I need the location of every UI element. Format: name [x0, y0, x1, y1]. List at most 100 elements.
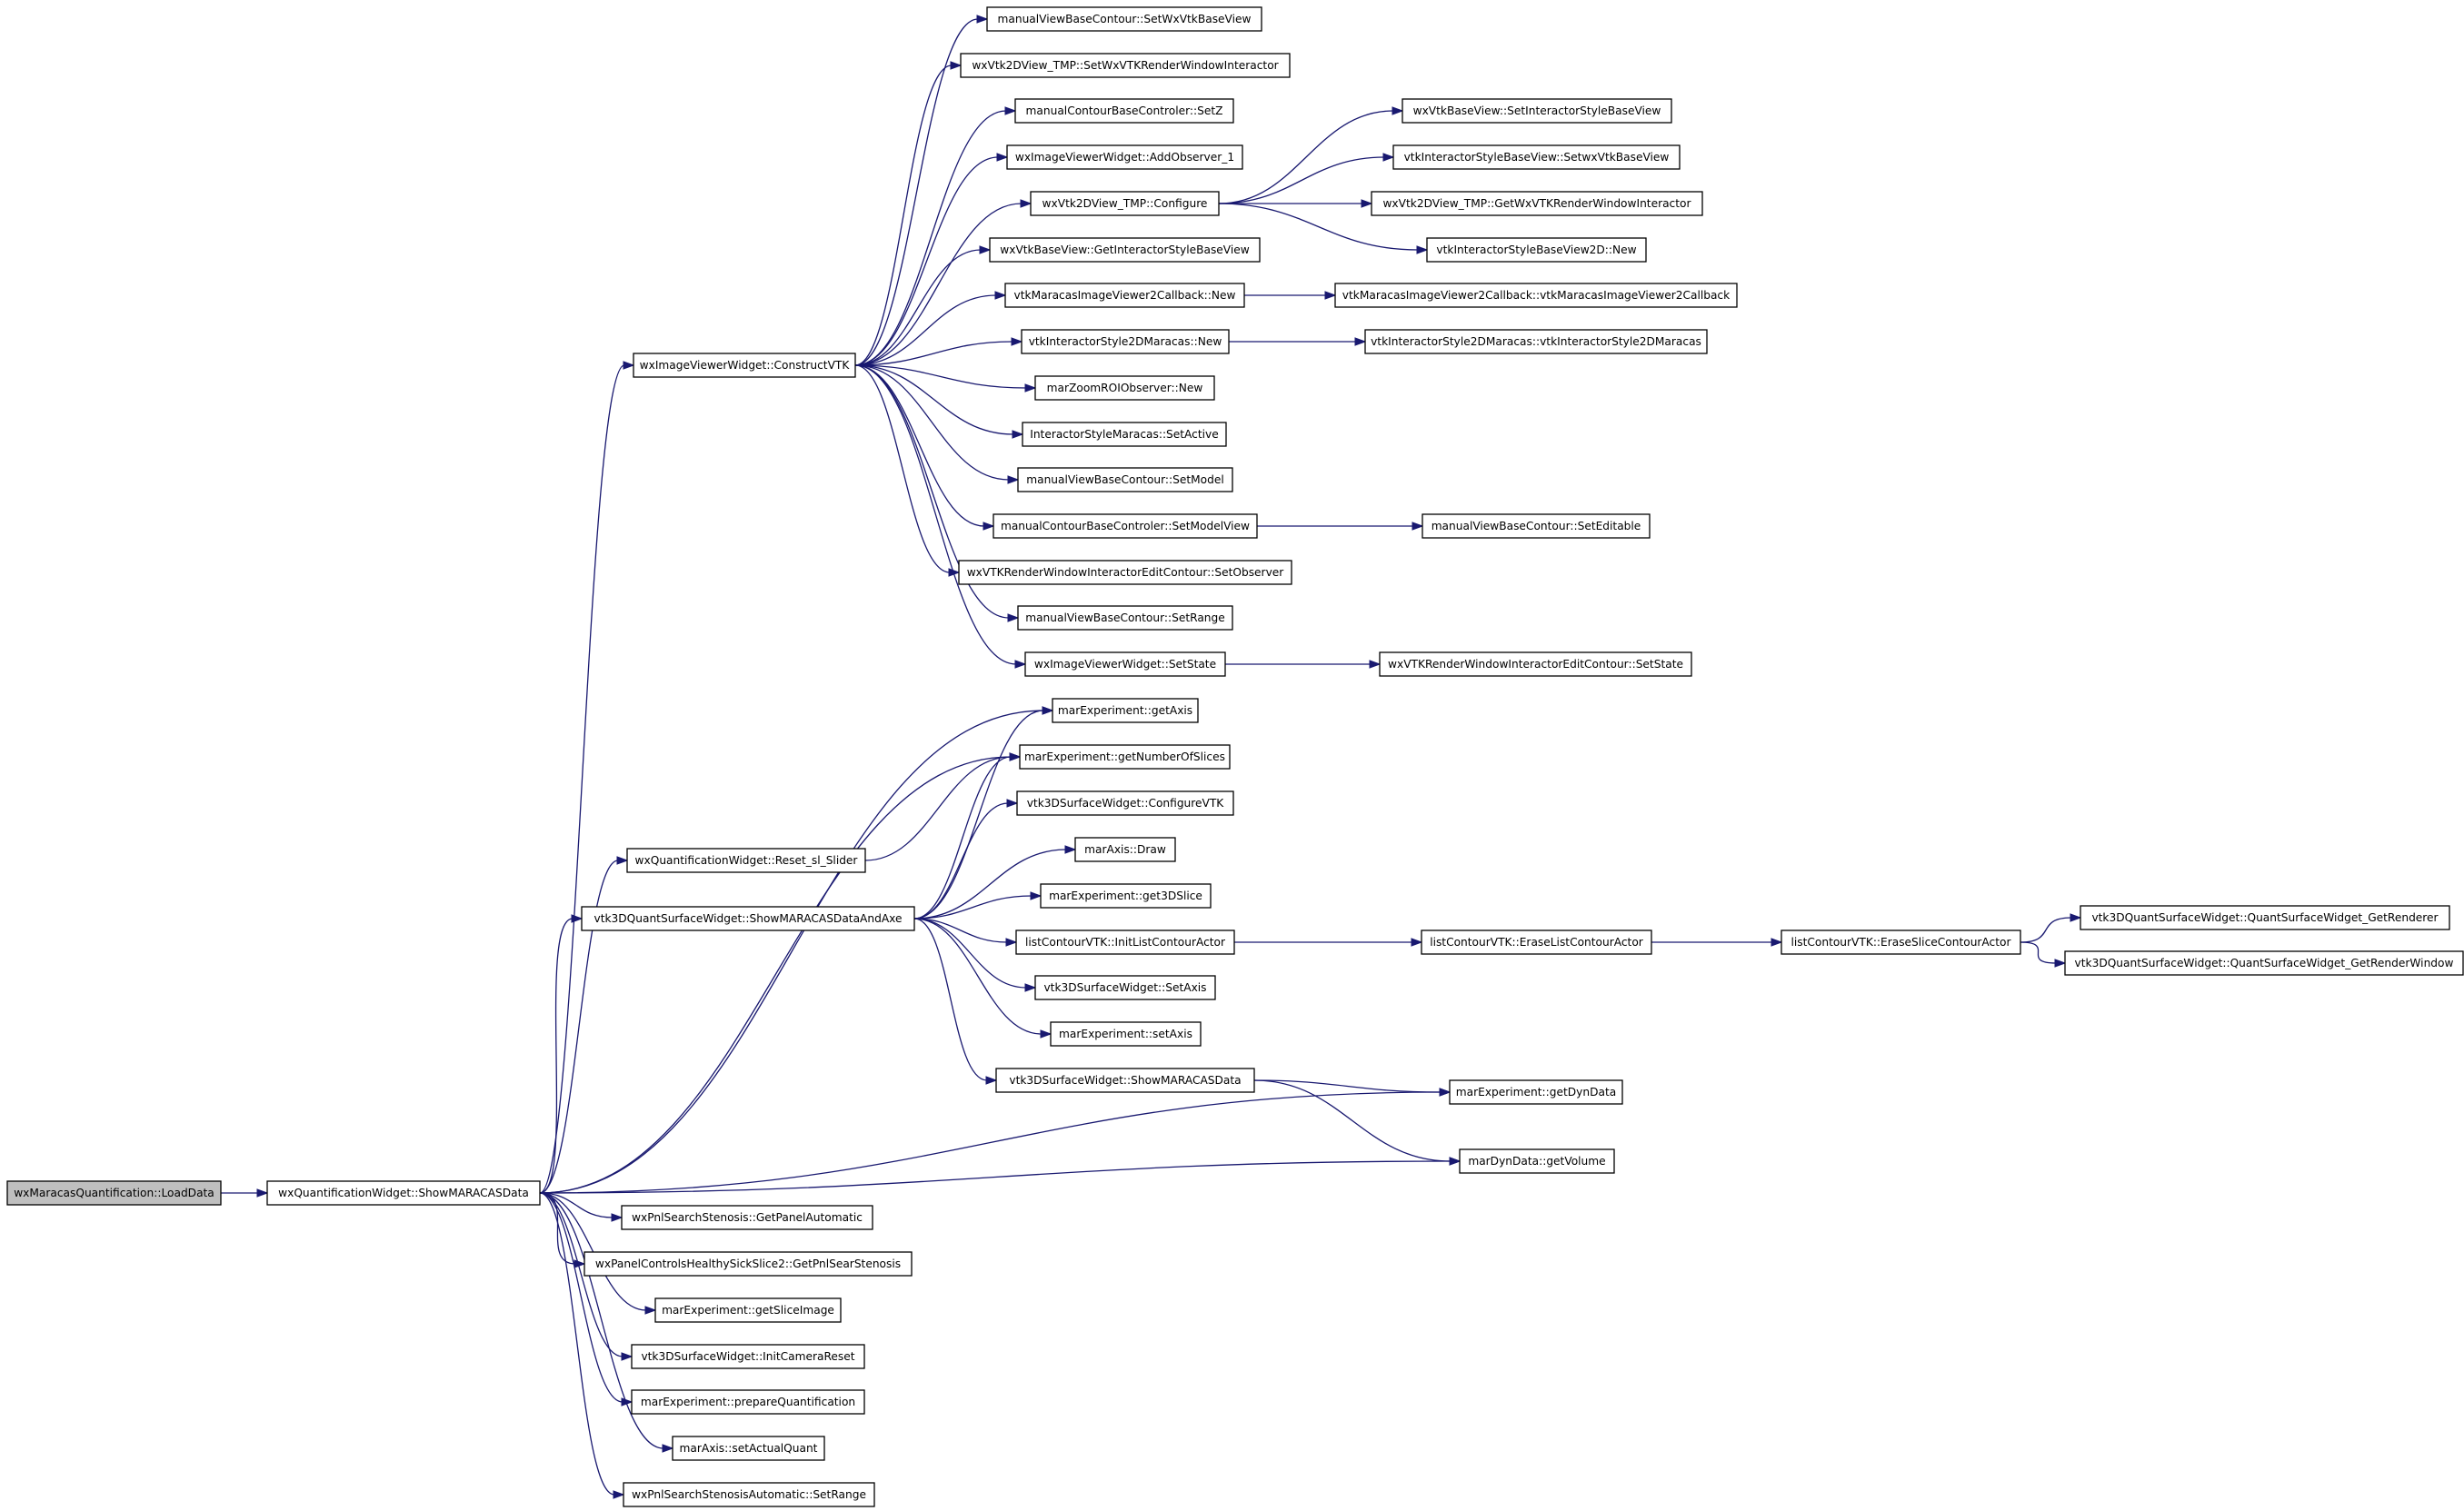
node-label: wxPnlSearchStenosis::GetPanelAutomatic — [632, 1211, 863, 1224]
node-label: listContourVTK::InitListContourActor — [1025, 936, 1226, 949]
graph-node[interactable]: vtk3DSurfaceWidget::SetAxis — [1034, 975, 1216, 1000]
graph-node[interactable]: marExperiment::getAxis — [1052, 698, 1199, 723]
graph-node[interactable]: manualContourBaseControler::SetZ — [1014, 98, 1234, 124]
node-label: marAxis::Draw — [1084, 843, 1166, 856]
graph-node[interactable]: manualContourBaseControler::SetModelView — [993, 513, 1258, 539]
graph-node[interactable]: wxImageViewerWidget::AddObserver_1 — [1006, 144, 1243, 170]
call-edge — [854, 364, 995, 531]
edge-line — [854, 156, 999, 366]
graph-node[interactable]: InteractorStyleMaracas::SetActive — [1022, 422, 1227, 447]
graph-node[interactable]: wxPnlSearchStenosis::GetPanelAutomatic — [621, 1205, 873, 1230]
node-box — [993, 513, 1258, 539]
graph-node[interactable]: listContourVTK::EraseListContourActor — [1421, 929, 1652, 955]
graph-node[interactable]: vtkInteractorStyleBaseView2D::New — [1426, 237, 1647, 263]
graph-node[interactable]: manualViewBaseContour::SetRange — [1017, 605, 1233, 631]
graph-node[interactable]: vtkInteractorStyle2DMaracas::New — [1021, 329, 1230, 354]
node-box — [1040, 883, 1212, 909]
graph-node[interactable]: wxPnlSearchStenosisAutomatic::SetRange — [623, 1482, 875, 1507]
graph-node[interactable]: wxVtkBaseView::SetInteractorStyleBaseVie… — [1402, 98, 1672, 124]
graph-node[interactable]: manualViewBaseContour::SetModel — [1017, 467, 1233, 492]
graph-node[interactable]: marExperiment::getNumberOfSlices — [1019, 744, 1231, 770]
graph-node[interactable]: vtkInteractorStyle2DMaracas::vtkInteract… — [1364, 329, 1708, 354]
call-edge — [1257, 522, 1424, 531]
graph-node[interactable]: wxVTKRenderWindowInteractorEditContour::… — [1379, 651, 1692, 677]
graph-node[interactable]: marDynData::getVolume — [1459, 1148, 1615, 1174]
graph-node[interactable]: vtk3DSurfaceWidget::ShowMARACASData — [995, 1068, 1255, 1093]
node-box — [1017, 605, 1233, 631]
graph-node[interactable]: marExperiment::prepareQuantification — [631, 1389, 865, 1415]
node-box — [2064, 950, 2464, 976]
graph-node[interactable]: marAxis::Draw — [1074, 837, 1176, 862]
graph-node[interactable]: marExperiment::getDynData — [1449, 1079, 1623, 1105]
graph-node[interactable]: wxPanelControlsHealthySickSlice2::GetPnl… — [584, 1251, 913, 1277]
node-label: vtkMaracasImageViewer2Callback::vtkMarac… — [1342, 289, 1731, 302]
node-label: vtk3DQuantSurfaceWidget::QuantSurfaceWid… — [2091, 911, 2439, 924]
graph-node[interactable]: vtkMaracasImageViewer2Callback::New — [1004, 283, 1245, 308]
graph-node[interactable]: wxVtk2DView_TMP::GetWxVTKRenderWindowInt… — [1371, 191, 1703, 216]
edge-line — [539, 710, 1044, 1194]
node-label: marExperiment::getAxis — [1058, 704, 1192, 717]
graph-node[interactable]: wxVtkBaseView::GetInteractorStyleBaseVie… — [989, 237, 1261, 263]
graph-node[interactable]: manualViewBaseContour::SetEditable — [1422, 513, 1651, 539]
graph-node[interactable]: vtk3DSurfaceWidget::InitCameraReset — [631, 1344, 865, 1369]
graph-node[interactable]: marExperiment::getSliceImage — [654, 1297, 842, 1323]
call-edge — [854, 364, 1020, 484]
edge-line — [854, 364, 1014, 435]
graph-node[interactable]: vtk3DQuantSurfaceWidget::QuantSurfaceWid… — [2080, 905, 2450, 930]
call-edge — [854, 61, 963, 366]
call-edge — [854, 364, 1020, 622]
arrowhead-icon — [2070, 913, 2082, 922]
edge-line — [1253, 1079, 1441, 1093]
edge-line — [539, 1192, 614, 1218]
graph-node[interactable]: marExperiment::setAxis — [1050, 1021, 1202, 1047]
node-label: marExperiment::getDynData — [1456, 1086, 1616, 1098]
graph-node[interactable]: vtk3DQuantSurfaceWidget::ShowMARACASData… — [581, 906, 915, 931]
node-label: marExperiment::get3DSlice — [1049, 890, 1202, 902]
call-edge — [1224, 660, 1382, 669]
graph-node[interactable]: marExperiment::get3DSlice — [1040, 883, 1212, 909]
graph-node[interactable]: listContourVTK::EraseSliceContourActor — [1781, 929, 2021, 955]
arrowhead-icon — [1354, 337, 1367, 346]
call-edge — [539, 1192, 623, 1222]
node-label: listContourVTK::EraseSliceContourActor — [1791, 936, 2011, 949]
node-box — [1014, 98, 1234, 124]
graph-node[interactable]: wxImageViewerWidget::SetState — [1024, 651, 1226, 677]
graph-node[interactable]: wxQuantificationWidget::Reset_sl_Slider — [626, 848, 866, 873]
arrowhead-icon — [662, 1444, 674, 1453]
graph-node[interactable]: wxQuantificationWidget::ShowMARACASData — [266, 1180, 541, 1206]
graph-node[interactable]: listContourVTK::InitListContourActor — [1015, 929, 1235, 955]
graph-node[interactable]: vtk3DSurfaceWidget::ConfigureVTK — [1016, 790, 1234, 816]
arrowhead-icon — [571, 914, 584, 923]
node-label: wxVtkBaseView::GetInteractorStyleBaseVie… — [1000, 244, 1249, 256]
graph-node[interactable]: wxImageViewerWidget::ConstructVTK — [633, 353, 856, 378]
graph-node[interactable]: marZoomROIObserver::New — [1034, 375, 1215, 401]
call-edge — [913, 752, 1022, 920]
call-edge — [854, 337, 1023, 366]
graph-node[interactable]: wxVtk2DView_TMP::SetWxVTKRenderWindowInt… — [960, 53, 1291, 78]
edge-line — [1253, 1079, 1451, 1162]
node-box — [626, 848, 866, 873]
graph-node[interactable]: vtk3DQuantSurfaceWidget::QuantSurfaceWid… — [2064, 950, 2464, 976]
node-label: wxVtk2DView_TMP::Configure — [1042, 197, 1208, 210]
graph-node[interactable]: manualViewBaseContour::SetWxVtkBaseView — [986, 6, 1262, 32]
graph-node[interactable]: vtkMaracasImageViewer2Callback::vtkMarac… — [1334, 283, 1738, 308]
graph-node[interactable]: vtkInteractorStyleBaseView::SetwxVtkBase… — [1392, 144, 1681, 170]
arrowhead-icon — [2054, 959, 2067, 968]
arrowhead-icon — [1012, 430, 1024, 439]
graph-node[interactable]: wxMaracasQuantification::LoadData — [6, 1180, 222, 1206]
call-edge — [539, 1192, 633, 1407]
call-edge — [913, 799, 1019, 920]
edge-line — [913, 756, 1012, 920]
call-edge — [1218, 153, 1395, 204]
graph-node[interactable]: wxVTKRenderWindowInteractorEditContour::… — [958, 560, 1292, 585]
node-box — [986, 6, 1262, 32]
node-label: vtk3DSurfaceWidget::InitCameraReset — [641, 1350, 854, 1363]
node-label: wxMaracasQuantification::LoadData — [14, 1187, 214, 1199]
graph-node[interactable]: marAxis::setActualQuant — [672, 1436, 825, 1461]
graph-node[interactable]: wxVtk2DView_TMP::Configure — [1030, 191, 1220, 216]
arrowhead-icon — [996, 153, 1009, 162]
arrowhead-icon — [1024, 983, 1037, 992]
edge-line — [854, 294, 997, 366]
node-box — [1019, 744, 1231, 770]
